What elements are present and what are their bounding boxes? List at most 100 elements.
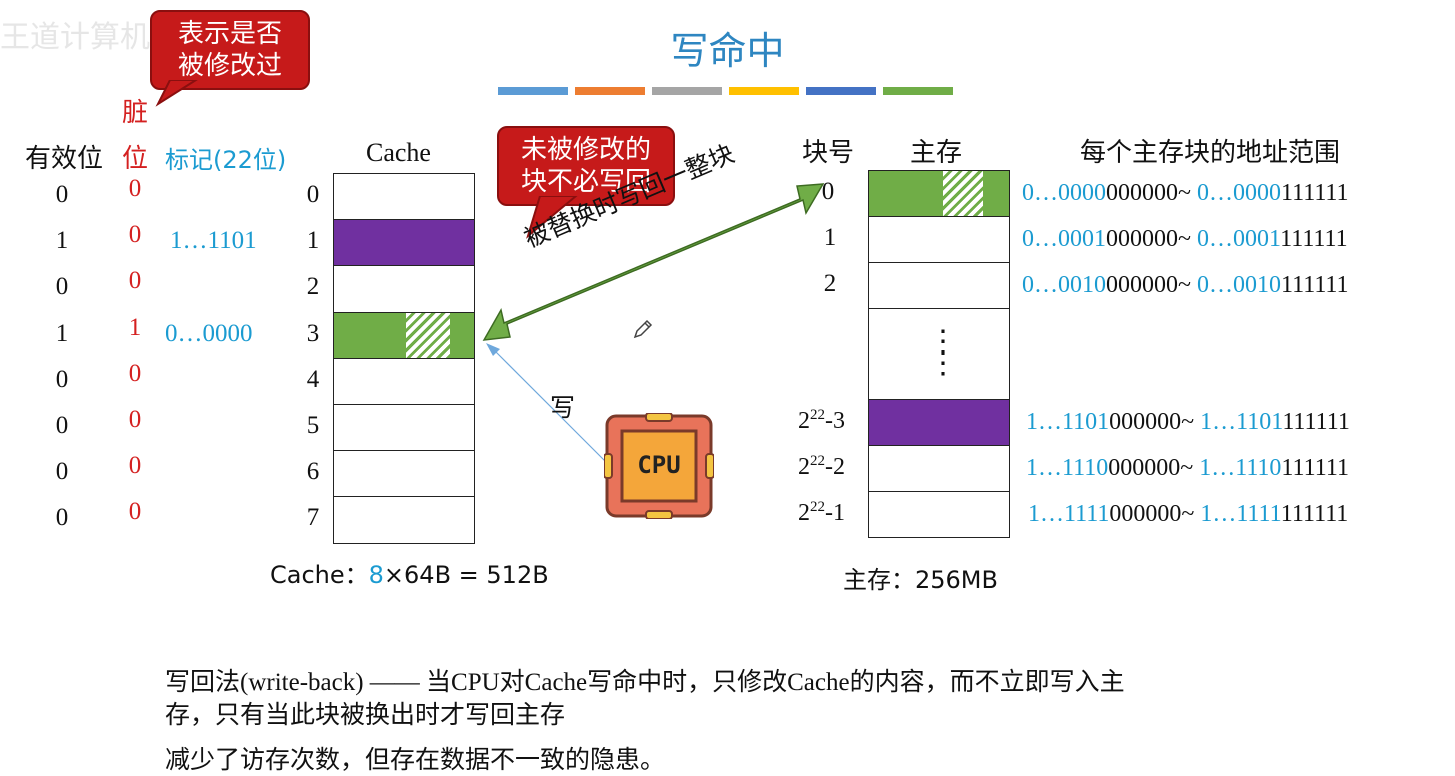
range-tilde: ~ [1178, 226, 1191, 252]
range-start-prefix: 0…0010 [1022, 272, 1106, 298]
memory-block [868, 491, 1010, 538]
tag-value: 0…0000 [165, 319, 253, 347]
range-start-prefix: 1…1110 [1026, 455, 1109, 481]
memory-size-prefix: 主存： [843, 566, 915, 594]
block-number: 2 [823, 270, 837, 297]
memory-block [868, 216, 1010, 263]
block-number-suffix: -2 [825, 454, 845, 480]
callout-not-modified-text: 未被修改的 块不必写回 [520, 135, 651, 197]
range-end-prefix: 0…0000 [1196, 180, 1281, 206]
block-number-base: 2 [798, 500, 810, 526]
block-number-header: 块号 [802, 138, 855, 168]
explanation-line-2: 存，只有当此块被换出时才写回主存 [165, 702, 566, 729]
range-end-suffix: 111111 [1280, 272, 1349, 298]
modified-word-hatch [943, 171, 983, 216]
callout-dirty-meaning-text: 表示是否 被修改过 [177, 19, 282, 81]
dirty-bit: 0 [128, 406, 142, 433]
cache-size-rest: ×64B = 512B [383, 561, 549, 589]
valid-bit: 0 [55, 412, 69, 439]
range-end-prefix: 0…0001 [1196, 226, 1281, 252]
range-end-prefix: 1…1110 [1199, 455, 1282, 481]
address-range: 1…1111000000~1…1111111111 [1028, 501, 1348, 528]
explanation-line-3: 减少了访存次数，但存在数据不一致的隐患。 [165, 747, 666, 774]
address-range: 0…0001000000~0…0001111111 [1022, 226, 1348, 253]
cache-size-prefix: Cache： [270, 561, 369, 589]
cache-line [333, 496, 475, 544]
address-range: 0…0000000000~0…0000111111 [1022, 180, 1349, 207]
memory-block [868, 445, 1010, 492]
range-end-suffix: 111111 [1280, 226, 1348, 252]
memory-ellipsis: ⋮ [928, 325, 958, 358]
cache-line-index: 2 [306, 273, 320, 301]
tag-value: 1…1101 [170, 227, 257, 255]
pencil-icon [633, 319, 653, 339]
block-number: 222-1 [798, 499, 845, 527]
cache-header: Cache [366, 138, 431, 167]
range-end-suffix: 111111 [1282, 409, 1350, 435]
range-start-prefix: 0…0001 [1022, 226, 1106, 252]
title-stripe [883, 87, 953, 95]
block-number-suffix: -1 [825, 500, 845, 526]
valid-bit: 0 [55, 365, 69, 393]
block-number-exponent: 22 [810, 407, 825, 423]
callout-not-modified: 未被修改的 块不必写回 [497, 126, 675, 206]
dirty-bit-header-top: 脏 [122, 98, 149, 128]
range-start-prefix: 1…1111 [1028, 501, 1110, 527]
range-start-suffix: 000000 [1109, 501, 1182, 527]
title-stripe [806, 87, 876, 95]
range-start-prefix: 0…0000 [1022, 180, 1106, 206]
title-stripe [575, 87, 645, 95]
block-number-exponent: 22 [810, 499, 825, 515]
range-start-suffix: 000000 [1106, 272, 1178, 298]
memory-block [868, 399, 1010, 446]
cache-line [333, 265, 475, 313]
dirty-bit: 0 [128, 221, 142, 249]
callout-dirty-meaning: 表示是否 被修改过 [150, 10, 310, 90]
range-end-suffix: 111111 [1281, 501, 1349, 527]
range-end-prefix: 1…1101 [1200, 409, 1283, 435]
valid-bit: 0 [55, 504, 69, 532]
block-number: 222-3 [798, 407, 845, 435]
memory-block [868, 262, 1010, 309]
main-memory-header: 主存 [910, 138, 963, 168]
memory-size-label: 主存：256MB [843, 560, 998, 595]
cache-line-index: 5 [306, 412, 320, 439]
cache-size-highlight: 8 [368, 561, 384, 589]
range-start-suffix: 000000 [1106, 226, 1178, 252]
range-end-suffix: 111111 [1281, 455, 1349, 481]
dirty-bit: 0 [128, 359, 142, 387]
dirty-bit: 0 [128, 452, 142, 480]
write-arrow-head [486, 343, 500, 356]
cpu-chip-icon: CPU [603, 412, 715, 520]
cache-size-label: Cache：8×64B = 512B [270, 555, 549, 590]
range-start-prefix: 1…1101 [1026, 409, 1110, 435]
dirty-bit: 0 [128, 267, 142, 295]
range-start-suffix: 000000 [1106, 180, 1178, 206]
cpu-label: CPU [637, 451, 681, 479]
range-tilde: ~ [1180, 455, 1194, 481]
block-number: 0 [821, 178, 835, 205]
address-range: 1…1110000000~1…1110111111 [1026, 455, 1349, 482]
write-back-double-arrow [482, 183, 825, 341]
range-tilde: ~ [1178, 272, 1191, 298]
valid-bit: 1 [55, 227, 69, 255]
block-number-base: 2 [798, 408, 810, 434]
cache-line-index: 6 [306, 458, 320, 486]
block-number-exponent: 22 [810, 453, 825, 469]
cpu-chip-graphic [603, 412, 715, 520]
title-stripe [729, 87, 799, 95]
range-start-suffix: 000000 [1109, 409, 1182, 435]
range-start-suffix: 000000 [1108, 455, 1181, 481]
dirty-bit-header-bottom: 位 [122, 144, 149, 174]
cache-line-index: 7 [306, 504, 320, 532]
cache-line-index: 0 [306, 181, 320, 208]
valid-bit: 0 [55, 458, 69, 486]
tag-header: 标记(22位) [165, 146, 287, 174]
dirty-bit: 0 [128, 175, 142, 202]
range-end-suffix: 111111 [1280, 180, 1349, 206]
range-tilde: ~ [1181, 501, 1195, 527]
cache-line-index: 4 [306, 365, 320, 393]
cache-line-index: 3 [306, 319, 320, 347]
dirty-bit: 1 [128, 313, 142, 341]
